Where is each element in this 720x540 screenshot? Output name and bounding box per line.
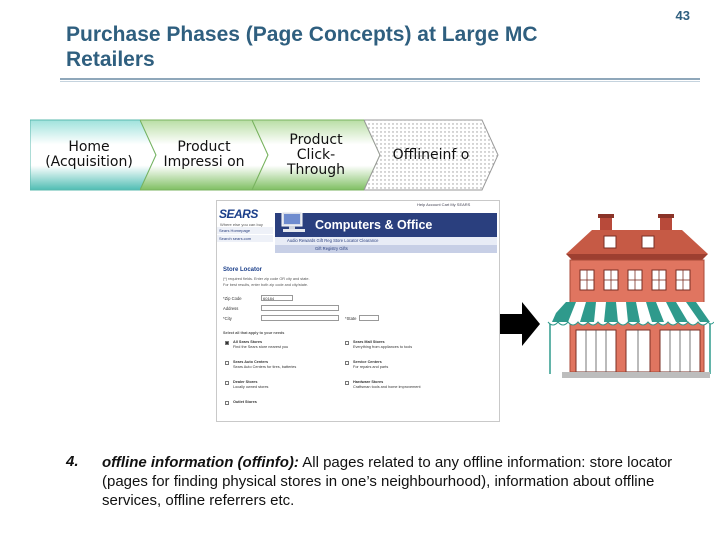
phase-label: Product Impressi on — [163, 139, 245, 170]
option-checkbox[interactable] — [225, 401, 229, 405]
bullet-description: All pages related to any offline informa… — [102, 454, 673, 509]
top-links[interactable]: Help Account Cart My SEARS — [417, 202, 471, 207]
left-nav: Sears Homepage Search sears.com — [217, 227, 273, 243]
zip-label: *Zip Code — [223, 296, 242, 301]
sub-nav-links[interactable]: Gift Registry Gifts — [275, 245, 497, 253]
phase-chevrons: Home (Acquisition) Product Impressi on P… — [30, 115, 500, 195]
option-checkbox[interactable] — [225, 341, 229, 345]
city-label: *City — [223, 316, 232, 321]
phase-home-acquisition: Home (Acquisition) — [30, 115, 160, 195]
phase-label: Home (Acquisition) — [45, 139, 133, 170]
instructions-line: (*) required fields. Enter zip code OR c… — [223, 277, 310, 281]
address-input[interactable] — [261, 305, 339, 311]
computer-icon — [281, 211, 305, 232]
address-label: Address — [223, 306, 239, 311]
chevron-shape — [364, 119, 499, 191]
title-divider — [60, 78, 700, 80]
phase-label: Offlineinf o — [392, 146, 470, 163]
page-number: 43 — [675, 8, 690, 23]
right-arrow-icon — [500, 302, 540, 346]
slide-title: Purchase Phases (Page Concepts) at Large… — [66, 23, 538, 71]
sears-logo: SEARS — [219, 207, 258, 221]
state-select[interactable] — [359, 315, 379, 321]
title-divider-secondary — [60, 81, 700, 82]
option-checkbox[interactable] — [345, 341, 349, 345]
phase-product-impression: Product Impressi on — [140, 115, 270, 195]
store-building-icon — [547, 214, 714, 378]
phase-label: Product Click- Through — [286, 131, 346, 178]
option-item: Outlet Stores — [233, 400, 257, 404]
section-banner — [275, 213, 497, 237]
phase-offline-info: Offlineinf o — [364, 115, 500, 195]
store-locator-screenshot: SEARS Where else you can buy Help Accoun… — [216, 200, 500, 422]
left-nav-item[interactable]: Search sears.com — [217, 235, 273, 242]
instructions-line: For best results, enter both zip code an… — [223, 283, 309, 287]
sears-logo-tagline: Where else you can buy — [220, 222, 263, 227]
bullet-text: offline information (offinfo): All pages… — [102, 453, 702, 510]
store-locator-heading: Store Locator — [223, 267, 263, 273]
option-checkbox[interactable] — [225, 381, 229, 385]
bullet-term: offline information (offinfo): — [102, 454, 299, 471]
select-needs-label: Select all that apply to your needs — [223, 331, 285, 335]
phase-product-click-through: Product Click- Through — [252, 115, 382, 195]
left-nav-item[interactable]: Sears Homepage — [217, 227, 273, 234]
nav-links[interactable]: Audio Rewards Gift Reg Store Locator Cle… — [275, 237, 497, 245]
bullet-number: 4. — [66, 453, 79, 470]
city-input[interactable] — [261, 315, 339, 321]
option-checkbox[interactable] — [225, 361, 229, 365]
section-title: Computers & Office — [315, 218, 433, 232]
option-checkbox[interactable] — [345, 381, 349, 385]
zip-input[interactable]: 60184 — [261, 295, 293, 301]
state-label: *State — [345, 316, 357, 321]
option-checkbox[interactable] — [345, 361, 349, 365]
